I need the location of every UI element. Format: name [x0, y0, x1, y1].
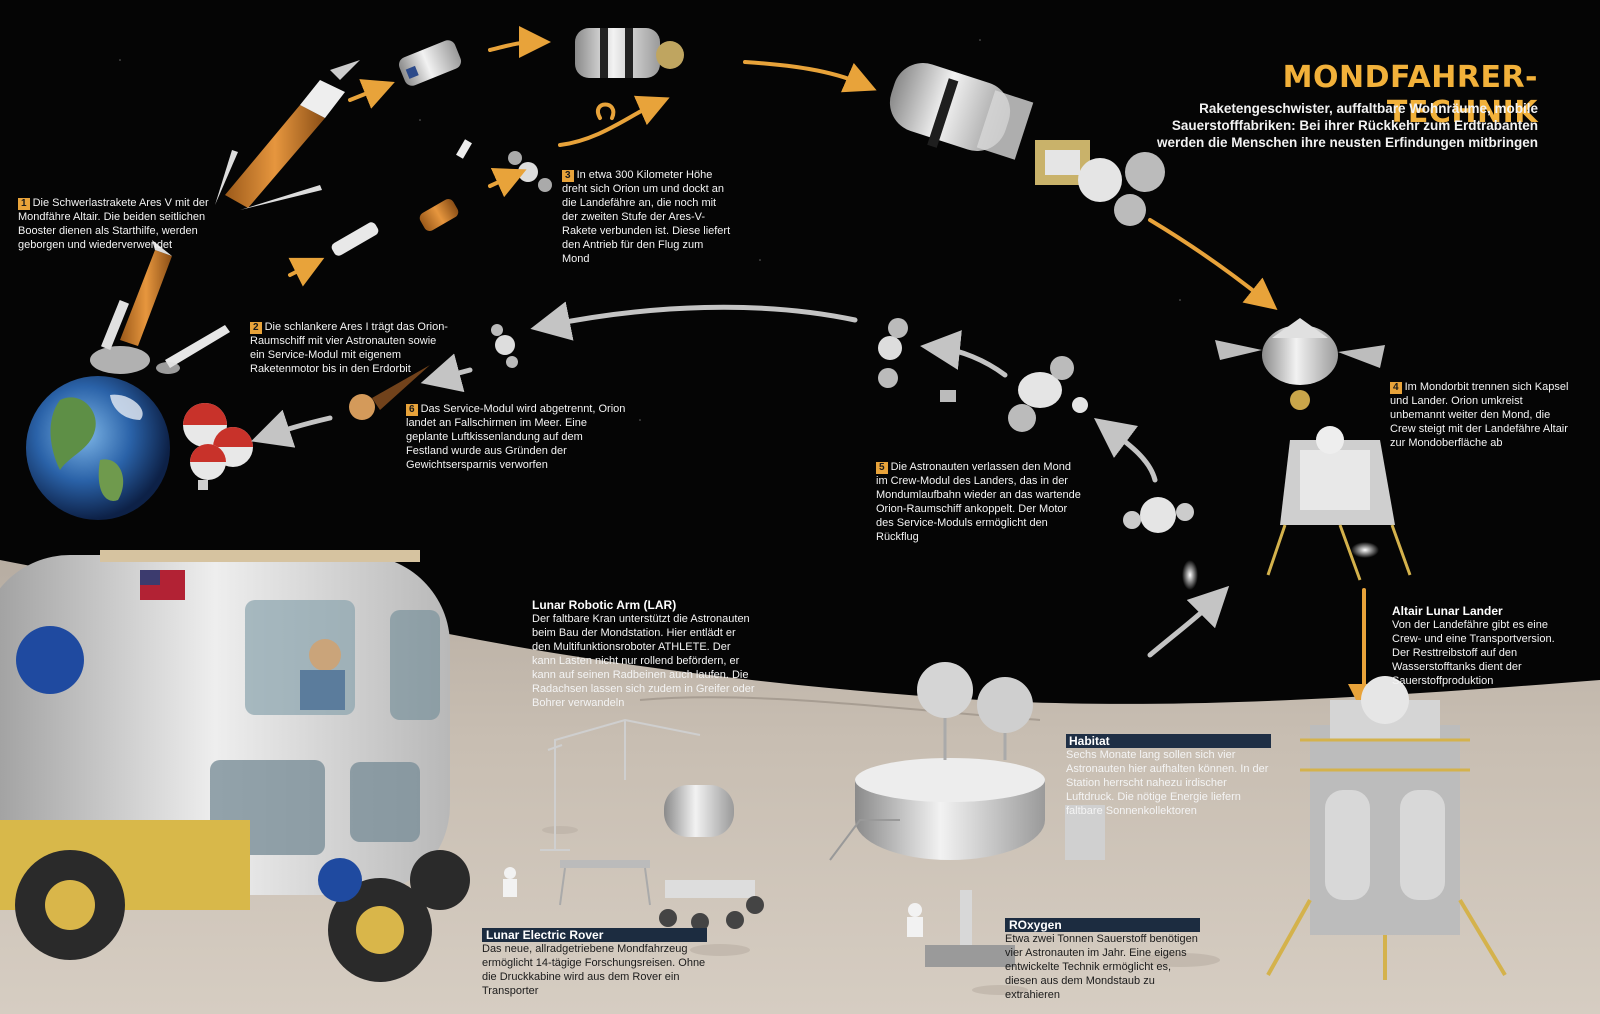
ares-v-rocket-icon: [90, 240, 172, 374]
roxygen-plant-icon: [925, 890, 1015, 967]
athlete-robot-icon: [659, 880, 764, 931]
habitat-caption: Habitat Sechs Monate lang sollen sich vi…: [1066, 734, 1271, 818]
lar-title: Lunar Robotic Arm (LAR): [532, 598, 677, 612]
orion-docking-stage-icon: [575, 28, 684, 78]
reentry-capsule-icon: [349, 365, 430, 420]
habitat-text: Sechs Monate lang sollen sich vier Astro…: [1066, 749, 1269, 817]
rover-text: Das neue, allradgetriebene Mondfahrzeug …: [482, 943, 706, 997]
ares-i-rocket-icon: [156, 325, 230, 374]
altair-title: Altair Lunar Lander: [1392, 604, 1503, 618]
parachutes-icon: [183, 403, 253, 490]
craters: [542, 826, 1220, 995]
stars: [119, 39, 1181, 421]
altair-orion-stack-icon: [1035, 140, 1165, 226]
orion-capsule-icon: [508, 151, 552, 192]
upper-stage-icon: [398, 40, 462, 86]
step-5-text: Die Astronauten verlassen den Mond im Cr…: [876, 461, 1081, 543]
solar-collector-icon: [917, 662, 1033, 760]
altair-landed-icon: [1266, 676, 1507, 980]
orion-reentry-icon: [491, 324, 518, 368]
return-trajectory: [251, 301, 1230, 658]
roxygen-caption: ROxygen Etwa zwei Tonnen Sauerstoff benö…: [1005, 918, 1200, 1002]
step-5-number: 5: [876, 462, 888, 474]
ascent-module-icon: [1123, 497, 1198, 590]
step-2-number: 2: [250, 322, 262, 334]
step-1-number: 1: [18, 198, 30, 210]
step-4-number: 4: [1390, 382, 1402, 394]
step-3-number: 3: [562, 170, 574, 182]
rocket-stage-separation-icon: [215, 60, 360, 210]
altair-descent-icon: [1266, 426, 1412, 581]
lar-caption: Lunar Robotic Arm (LAR) Der faltbare Kra…: [532, 598, 757, 710]
step-2-text: Die schlankere Ares I trägt das Orion-Ra…: [250, 321, 448, 375]
lunar-electric-rover-icon: [0, 550, 470, 982]
step-1-text: Die Schwerlastrakete Ares V mit der Mond…: [18, 197, 209, 251]
step-4-text: Im Mondorbit trennen sich Kapsel und Lan…: [1390, 381, 1569, 449]
earth-departure-stage-icon: [889, 62, 1034, 160]
outbound-trajectory: [288, 26, 1380, 716]
altair-text: Von der Landefähre gibt es eine Crew- un…: [1392, 619, 1555, 687]
habitat-module-icon: [829, 758, 1105, 861]
earth-icon: [26, 376, 170, 520]
nasa-logo-icon: [16, 626, 362, 902]
altair-caption: Altair Lunar Lander Von der Landefähre g…: [1392, 604, 1557, 688]
rover-title: Lunar Electric Rover: [482, 928, 707, 942]
orion-return-icon: [878, 318, 956, 402]
step-6-number: 6: [406, 404, 418, 416]
roxygen-text: Etwa zwei Tonnen Sauerstoff benötigen vi…: [1005, 933, 1198, 1001]
page-subtitle: Raketengeschwister, auffaltbare Wohnräum…: [1156, 101, 1538, 150]
roxygen-title: ROxygen: [1005, 918, 1200, 932]
astronaut-icon: [503, 867, 923, 937]
habitat-title: Habitat: [1066, 734, 1271, 748]
rover-caption: Lunar Electric Rover Das neue, allradget…: [482, 928, 707, 998]
loading-platform-icon: [559, 860, 651, 906]
orion-lunar-orbit-icon: [1215, 318, 1385, 410]
step-6-text: Das Service-Modul wird abgetrennt, Orion…: [406, 403, 626, 471]
page-title: MONDFAHRER-TECHNIK: [1282, 60, 1538, 130]
ares-i-upper-icon: [331, 139, 472, 256]
step-3-text: In etwa 300 Kilometer Höhe dreht sich Or…: [562, 169, 731, 265]
orion-docked-return-icon: [1008, 356, 1088, 432]
lunar-robotic-arm-icon: [540, 718, 701, 851]
cargo-canister-icon: [664, 785, 734, 837]
lar-text: Der faltbare Kran unterstützt die Astron…: [532, 613, 755, 709]
